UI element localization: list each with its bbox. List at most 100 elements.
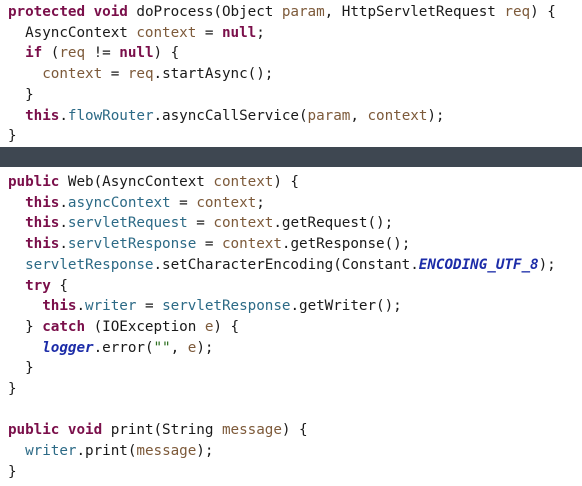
constant: ENCODING_UTF_8 — [418, 256, 539, 273]
code-text — [8, 45, 25, 61]
code-text: .setCharacterEncoding(Constant. — [153, 256, 419, 273]
code-text: = — [102, 66, 128, 83]
code-line: } — [8, 84, 34, 106]
keyword: this — [25, 236, 60, 253]
field: writer — [25, 443, 77, 460]
code-text: .getResponse(); — [281, 236, 411, 253]
code-text: } — [8, 86, 34, 103]
keyword: if — [25, 45, 43, 62]
code-text: . — [59, 107, 68, 124]
field: servletResponse — [67, 236, 197, 253]
code-text: = — [187, 215, 214, 232]
code-text: ( — [42, 45, 60, 62]
code-text — [8, 108, 25, 124]
code-line: AsyncContext context = null; — [8, 22, 265, 44]
code-text: Web(AsyncContext — [59, 174, 214, 190]
field: asyncContext — [67, 194, 171, 211]
code-text: .print( — [76, 443, 137, 460]
field: servletRequest — [67, 215, 188, 232]
code-text: , HttpServletRequest — [324, 4, 505, 20]
code-text: (IOException — [85, 318, 205, 335]
code-text — [85, 4, 94, 20]
keyword: this — [42, 298, 77, 315]
field: servletResponse — [25, 256, 154, 273]
code-snippet-top: protected void doProcess(Object param, H… — [0, 0, 582, 147]
code-text: .getRequest(); — [273, 215, 394, 232]
field: servletResponse — [162, 298, 291, 315]
variable: context — [42, 66, 103, 83]
code-snippet-bottom: public Web(AsyncContext context ) { this.… — [0, 167, 582, 486]
code-line: } — [8, 357, 34, 379]
code-line: this.servletResponse = context.getRespon… — [8, 233, 410, 255]
code-line: public void print(String message) { — [8, 419, 308, 441]
variable: context — [221, 236, 282, 253]
code-text: } — [8, 360, 34, 377]
variable: message — [136, 443, 197, 460]
code-line: this.writer = servletResponse.getWriter(… — [8, 295, 402, 317]
code-line: } — [8, 378, 17, 400]
keyword: try — [25, 277, 51, 294]
variable: message — [221, 422, 282, 439]
field: writer — [85, 298, 137, 315]
code-line: } — [8, 461, 17, 483]
code-line: protected void doProcess(Object param, H… — [8, 1, 556, 23]
code-text: .error( — [93, 339, 154, 356]
variable: context — [196, 194, 257, 211]
variable: req — [504, 4, 531, 20]
code-text: AsyncContext — [8, 24, 137, 41]
code-text: != — [85, 45, 120, 62]
code-line: this.servletRequest = context.getRequest… — [8, 212, 393, 234]
code-text — [8, 215, 25, 231]
variable: context — [213, 215, 274, 232]
code-text: ); — [196, 339, 214, 356]
code-text — [8, 257, 25, 273]
variable: e — [187, 339, 197, 356]
code-text: ; — [256, 24, 265, 41]
keyword: this — [25, 194, 60, 211]
code-text: ); — [427, 107, 445, 124]
keyword: public — [8, 174, 60, 190]
keyword: null — [221, 24, 257, 41]
code-text: } — [8, 318, 43, 335]
code-text: , — [170, 339, 188, 356]
string-literal: "" — [153, 339, 171, 356]
variable: req — [127, 66, 154, 83]
code-text — [59, 422, 68, 438]
code-text — [8, 195, 25, 211]
code-text: . — [59, 194, 68, 211]
static-field: logger — [42, 339, 94, 356]
keyword: protected — [8, 4, 86, 20]
code-line: servletResponse.setCharacterEncoding(Con… — [8, 254, 556, 276]
code-line: logger.error("", e); — [8, 337, 213, 359]
code-text — [8, 340, 42, 356]
code-text: = — [196, 24, 222, 41]
code-text: } — [8, 128, 17, 145]
code-text: } — [8, 381, 17, 397]
code-text: ; — [256, 194, 265, 211]
variable: context — [136, 24, 197, 41]
code-line: } — [8, 125, 17, 147]
code-line: writer.print(message); — [8, 440, 213, 462]
code-line: if (req != null) { — [8, 42, 179, 64]
keyword: void — [67, 422, 103, 439]
code-text: ) { — [281, 422, 308, 439]
code-line: try { — [8, 275, 68, 297]
code-text: . — [76, 298, 86, 315]
code-text: = — [136, 298, 163, 315]
variable: context — [213, 174, 274, 190]
variable: req — [59, 45, 86, 62]
code-text — [8, 443, 25, 459]
code-text — [8, 278, 25, 294]
code-text: ) { — [153, 45, 180, 62]
keyword: this — [25, 215, 60, 232]
code-text: . — [59, 236, 68, 253]
keyword: public — [8, 422, 60, 439]
code-text: . — [59, 215, 68, 232]
field: flowRouter — [67, 107, 154, 124]
code-line: this.flowRouter.asyncCallService(param, … — [8, 105, 445, 127]
code-text: { — [50, 277, 68, 294]
code-text: } — [8, 463, 17, 480]
code-text: ) { — [213, 318, 240, 335]
code-text: print(String — [102, 422, 222, 439]
code-line: context = req.startAsync(); — [8, 63, 273, 85]
